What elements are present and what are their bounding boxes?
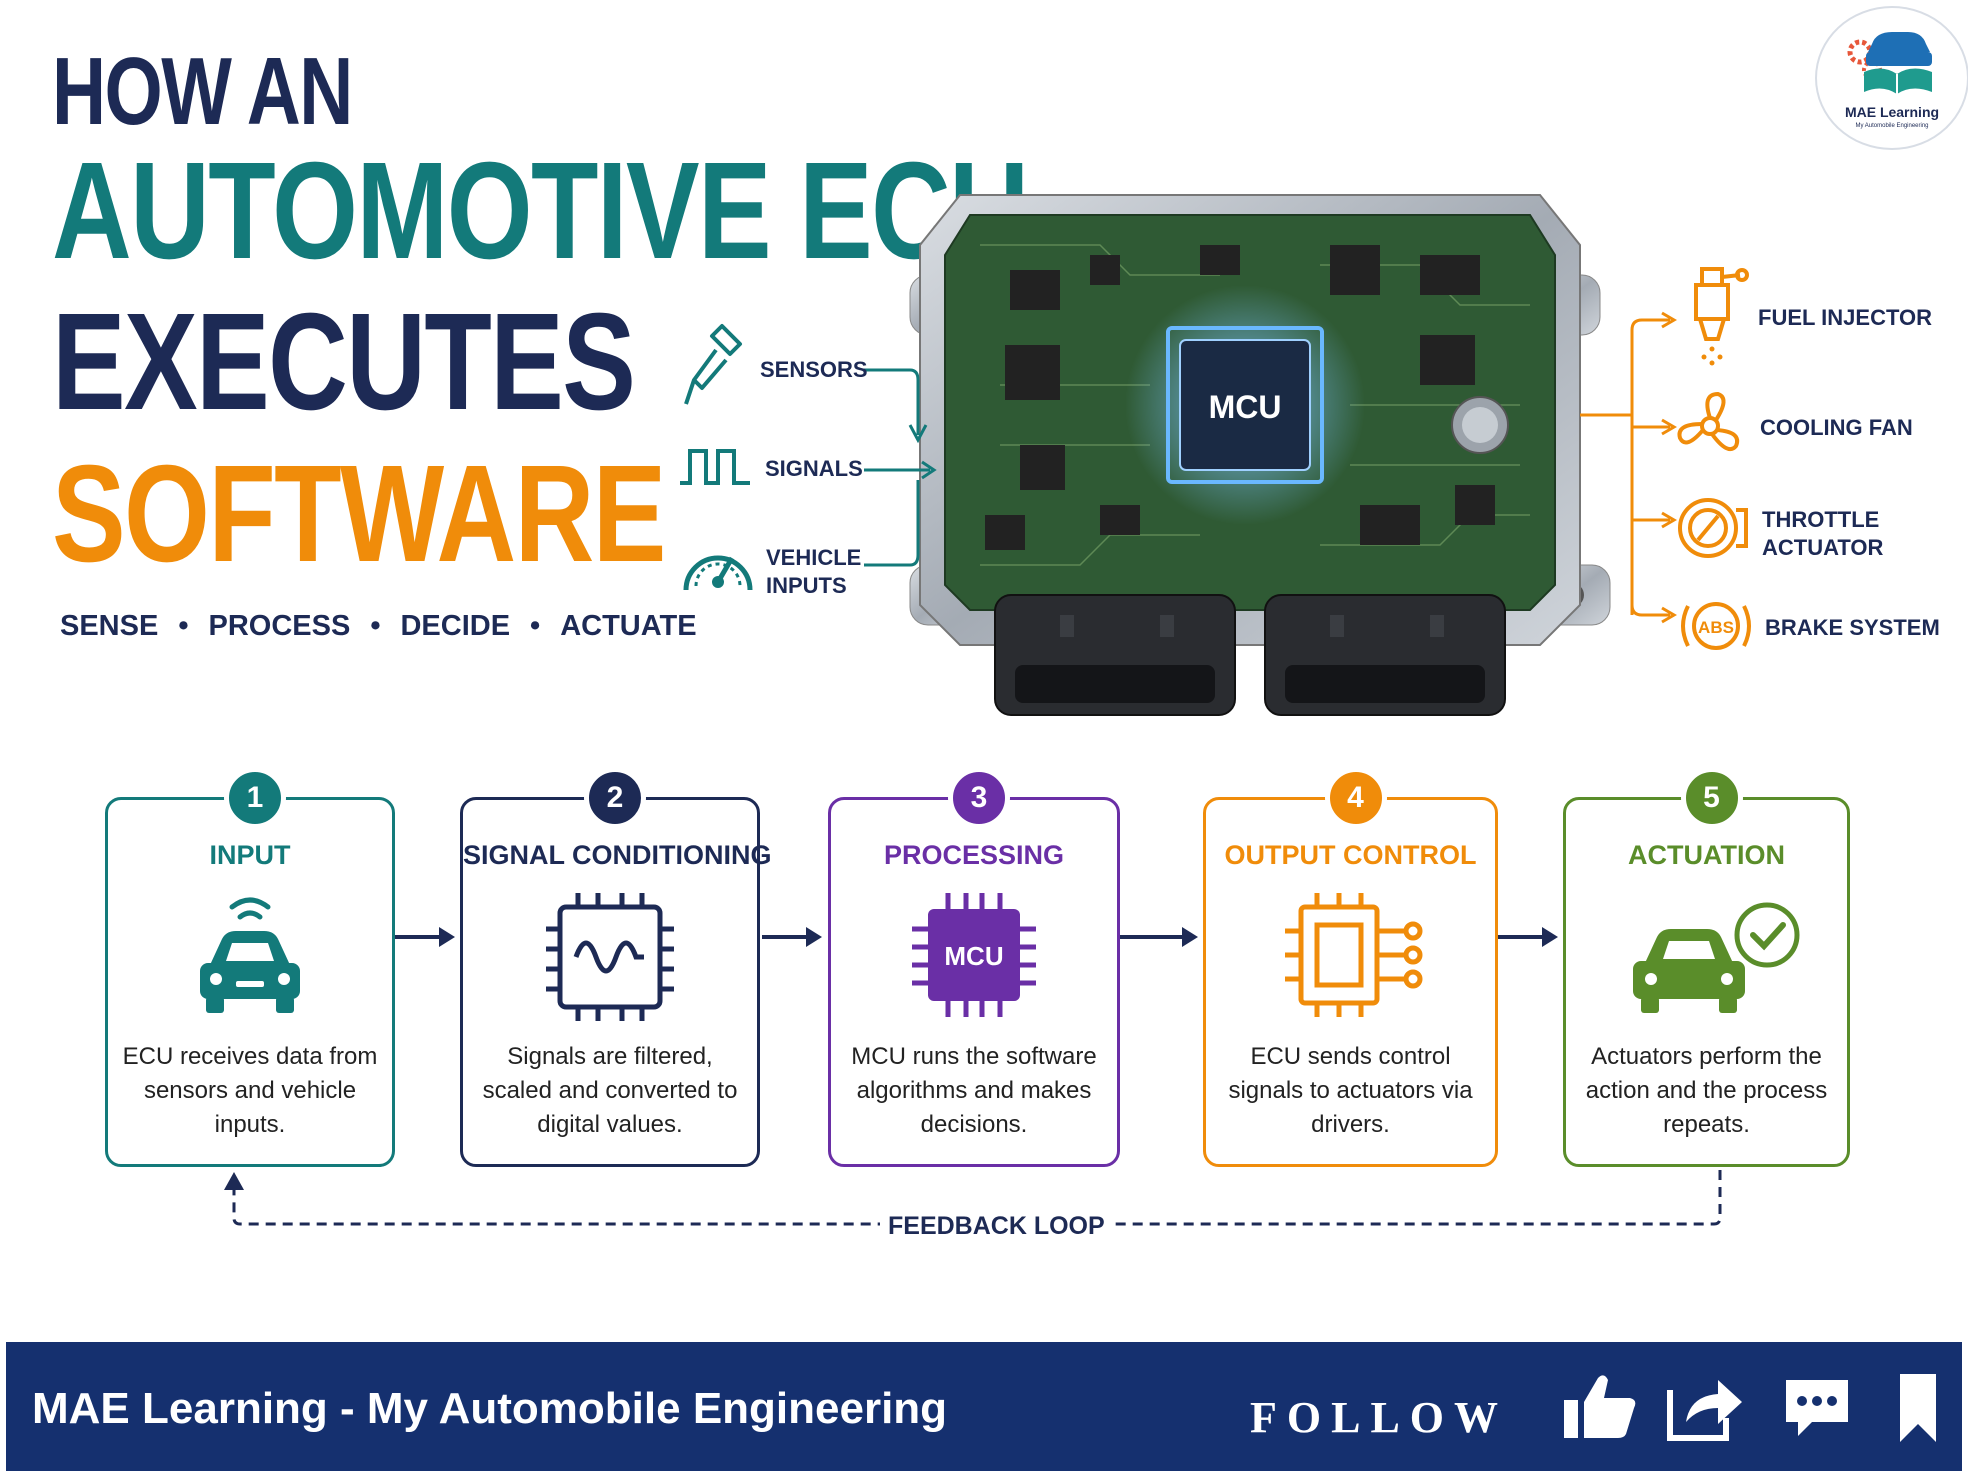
step-card-signal-conditioning: 2 SIGNAL CONDITIONING Signals are filter… xyxy=(460,767,772,1167)
step-card-processing: 3 PROCESSING MCU MCU runs the software a… xyxy=(828,767,1120,1167)
title-line-2: AUTOMOTIVE ECU xyxy=(52,134,1029,288)
step-description: MCU runs the software algorithms and mak… xyxy=(851,1043,1097,1138)
step-number: 5 xyxy=(1680,767,1743,829)
flow-arrow-1-2 xyxy=(395,927,455,947)
tagline-dot: • xyxy=(178,610,189,642)
step-number: 2 xyxy=(584,767,646,829)
step-title: ACTUATION xyxy=(1628,840,1785,870)
output-connector-lines xyxy=(1580,311,1677,624)
throttle-icon xyxy=(1678,498,1748,558)
bookmark-icon[interactable] xyxy=(1896,1372,1940,1444)
step-card-input: 1 INPUT ECU receives data from sensors a… xyxy=(105,767,395,1167)
step-description: ECU sends control signals to actuators v… xyxy=(1228,1043,1473,1138)
driver-chip-icon xyxy=(1284,893,1422,1017)
mae-logo[interactable]: MAE Learning My Automobile Engineering xyxy=(1815,6,1968,150)
output-label-throttle-actuator: THROTTLE ACTUATOR xyxy=(1762,507,1884,560)
feedback-loop-line xyxy=(224,1170,1722,1226)
connected-car-icon xyxy=(200,897,300,1013)
logo-name: MAE Learning xyxy=(1844,104,1940,120)
flow-arrow-2-3 xyxy=(762,927,822,947)
step-description: Actuators perform the action and the pro… xyxy=(1585,1043,1828,1138)
abs-badge-text: ABS xyxy=(1698,618,1734,637)
step-number: 3 xyxy=(948,767,1010,829)
mcu-chip-icon: MCU xyxy=(912,893,1036,1017)
step-title: SIGNAL CONDITIONING xyxy=(463,840,772,870)
feedback-loop-label: FEEDBACK LOOP xyxy=(880,1212,1113,1241)
output-label-brake-system: BRAKE SYSTEM xyxy=(1765,615,1940,640)
tagline: SENSE • PROCESS • DECIDE • ACTUATE xyxy=(60,610,697,643)
gauge-icon xyxy=(683,555,753,591)
flow-arrow-4-5 xyxy=(1498,927,1558,947)
square-wave-icon xyxy=(680,449,750,485)
abs-icon: ABS xyxy=(1681,602,1751,650)
ecu-mcu-label: MCU xyxy=(1209,389,1282,425)
mcu-chip-label: MCU xyxy=(944,941,1003,971)
tagline-decide: DECIDE xyxy=(400,610,511,642)
step-title: OUTPUT CONTROL xyxy=(1224,840,1477,870)
fuel-injector-icon xyxy=(1694,267,1749,366)
step-number: 1 xyxy=(224,767,286,829)
share-icon[interactable] xyxy=(1666,1372,1746,1442)
ecu-illustration: MCU xyxy=(909,194,1611,716)
fan-icon xyxy=(1677,391,1740,451)
logo-subtitle: My Automobile Engineering xyxy=(1855,123,1929,129)
step-number: 4 xyxy=(1324,767,1387,829)
input-label-signals: SIGNALS xyxy=(765,456,863,481)
comment-icon[interactable] xyxy=(1782,1372,1852,1442)
flow-arrow-3-4 xyxy=(1120,927,1198,947)
tagline-dot: • xyxy=(530,610,541,642)
step-description: ECU receives data from sensors and vehic… xyxy=(122,1043,378,1138)
waveform-chip-icon xyxy=(546,893,674,1021)
output-label-fuel-injector: FUEL INJECTOR xyxy=(1758,305,1932,330)
input-connector-lines xyxy=(864,368,937,567)
sensor-probe-icon xyxy=(684,324,742,405)
follow-label: FOLLOW xyxy=(1250,1393,1509,1442)
footer-brand: MAE Learning - My Automobile Engineering xyxy=(32,1384,948,1433)
tagline-process: PROCESS xyxy=(208,610,351,642)
logo-car-book-icon xyxy=(1847,32,1932,94)
step-description: Signals are filtered, scaled and convert… xyxy=(482,1043,738,1138)
title-line-1: HOW AN xyxy=(52,38,353,145)
step-title: INPUT xyxy=(209,840,291,870)
step-card-actuation: 5 ACTUATION Actuators perform the action… xyxy=(1563,767,1850,1167)
tagline-sense: SENSE xyxy=(60,610,159,642)
car-check-icon xyxy=(1632,902,1799,1013)
input-label-vehicle-inputs: VEHICLE INPUTS xyxy=(766,545,862,598)
tagline-dot: • xyxy=(370,610,381,642)
footer-bar: MAE Learning - My Automobile Engineering… xyxy=(6,1342,1962,1471)
input-label-sensors: SENSORS xyxy=(760,357,868,382)
title-line-3: EXECUTES xyxy=(52,285,636,439)
thumbs-up-icon[interactable] xyxy=(1562,1372,1638,1442)
step-card-output-control: 4 OUTPUT CONTROL ECU sends control signa… xyxy=(1203,767,1498,1167)
tagline-actuate: ACTUATE xyxy=(560,610,697,642)
step-title: PROCESSING xyxy=(883,840,1065,870)
output-label-cooling-fan: COOLING FAN xyxy=(1760,415,1913,440)
title-line-4: SOFTWARE xyxy=(52,437,666,591)
